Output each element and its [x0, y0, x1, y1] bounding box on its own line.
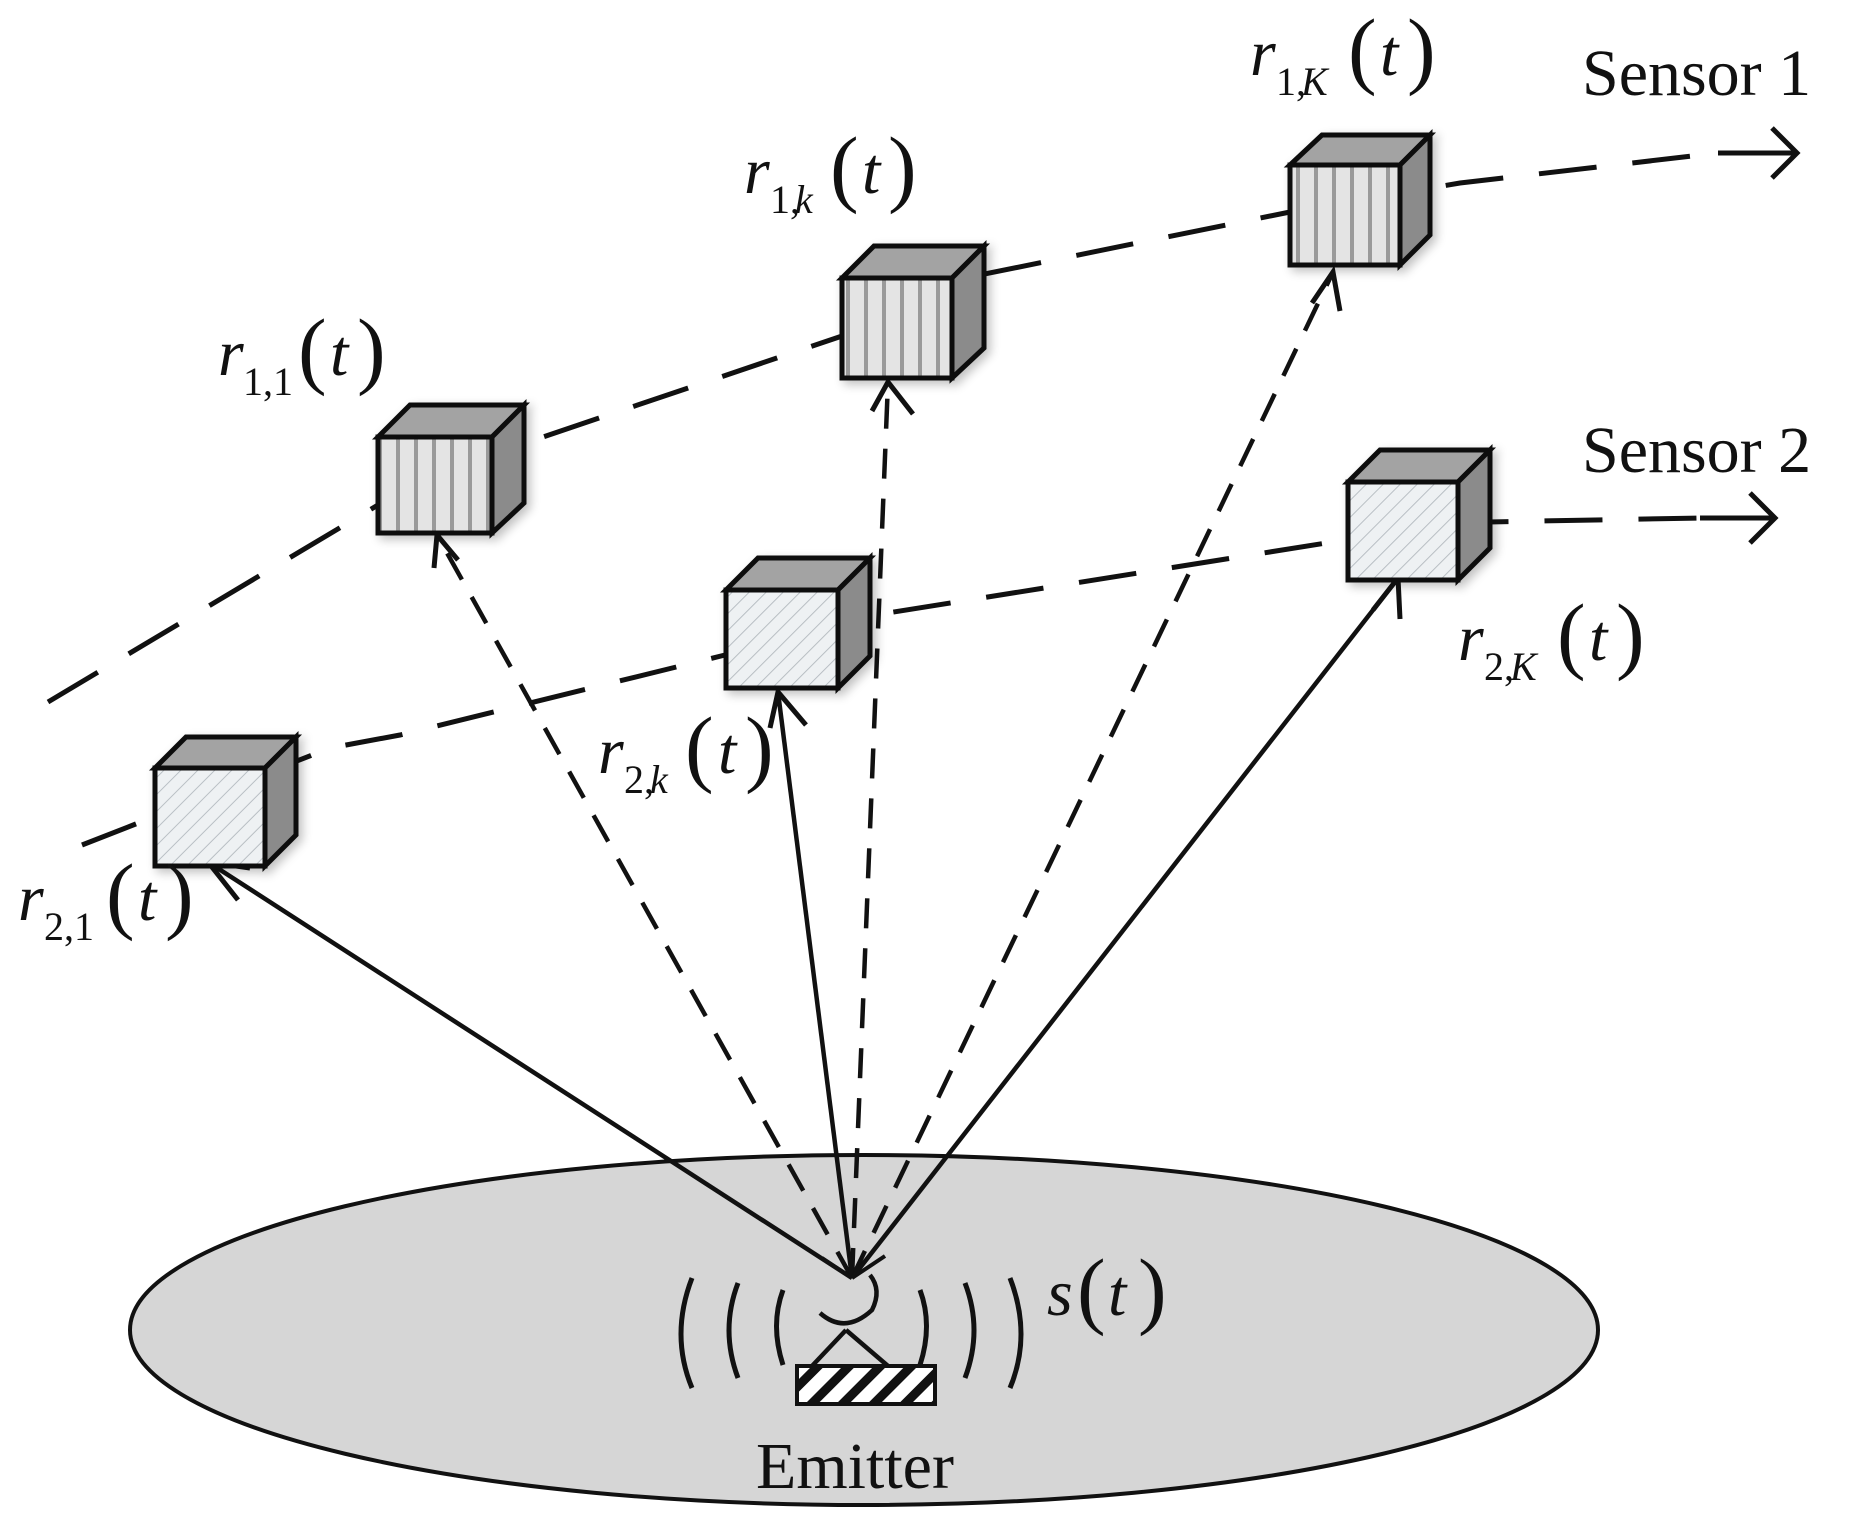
svg-text:): ) — [165, 846, 194, 942]
label-r21: r 2,1 ( t ) — [18, 846, 194, 949]
emission-waves — [678, 1277, 1024, 1389]
emitter-base — [795, 1364, 937, 1406]
sensor-1-receiver-r1k — [835, 239, 991, 384]
svg-text:t: t — [138, 862, 158, 935]
svg-text:): ) — [1138, 1241, 1167, 1337]
svg-text:(: ( — [298, 301, 327, 397]
svg-text:r: r — [1458, 602, 1484, 675]
svg-text:t: t — [1589, 602, 1609, 675]
svg-text:2,1: 2,1 — [44, 904, 94, 949]
svg-text:r: r — [18, 862, 44, 935]
emitter-label: Emitter — [756, 1430, 954, 1503]
svg-text:(: ( — [830, 119, 859, 215]
solid-paths-sensor-2 — [206, 576, 1400, 1280]
label-r1k: r 1, k ( t ) — [744, 119, 917, 222]
svg-text:1,: 1, — [770, 177, 800, 222]
svg-text:k: k — [795, 177, 814, 222]
svg-text:): ) — [1616, 586, 1645, 682]
label-r11: r 1,1 ( t ) — [218, 301, 386, 404]
sensor-2-receiver-r2k — [719, 551, 877, 695]
svg-text:): ) — [745, 699, 774, 795]
svg-text:t: t — [862, 135, 882, 208]
sensor-2-trajectory-arrowhead — [1700, 491, 1779, 545]
svg-text:): ) — [888, 119, 917, 215]
svg-text:t: t — [1108, 1257, 1128, 1330]
svg-text:K: K — [1300, 59, 1330, 104]
svg-text:(: ( — [1348, 1, 1377, 97]
label-r1K: r 1, K ( t ) — [1250, 1, 1436, 104]
svg-text:2,: 2, — [624, 757, 654, 802]
svg-text:K: K — [1509, 644, 1539, 689]
svg-text:k: k — [650, 757, 669, 802]
svg-text:r: r — [218, 317, 244, 390]
svg-text:1,: 1, — [1276, 59, 1306, 104]
sensor-1-trajectory-arrowhead — [1718, 126, 1801, 180]
label-r2K: r 2, K ( t ) — [1458, 586, 1645, 689]
svg-text:1,1: 1,1 — [243, 359, 293, 404]
svg-text:): ) — [1407, 1, 1436, 97]
sensor-1-receiver-r1K — [1283, 128, 1437, 272]
svg-text:t: t — [1380, 17, 1400, 90]
dashed-paths-sensor-1 — [435, 271, 1336, 1280]
svg-text:t: t — [330, 317, 350, 390]
svg-text:r: r — [598, 715, 624, 788]
sensor-1-label: Sensor 1 — [1582, 37, 1811, 110]
svg-text:(: ( — [106, 846, 135, 942]
emitter-antenna — [810, 1273, 890, 1368]
svg-text:r: r — [1250, 17, 1276, 90]
ground-ellipse — [128, 1153, 1600, 1507]
svg-text:(: ( — [1077, 1241, 1106, 1337]
svg-text:(: ( — [685, 699, 714, 795]
emitter-convergence — [820, 1254, 887, 1280]
svg-text:s: s — [1047, 1257, 1073, 1330]
sensor-2-receiver-r21 — [148, 730, 303, 873]
svg-text:t: t — [718, 715, 738, 788]
sensor-2-label: Sensor 2 — [1582, 414, 1811, 487]
label-r2k: r 2, k ( t ) — [598, 699, 774, 802]
svg-text:(: ( — [1557, 586, 1586, 682]
signal-label: s ( t ) — [1047, 1241, 1167, 1337]
svg-text:r: r — [744, 135, 770, 208]
svg-text:2,: 2, — [1484, 644, 1514, 689]
svg-text:): ) — [357, 301, 386, 397]
sensor-1-receiver-r11 — [371, 398, 531, 539]
sensor-2-receiver-r2K — [1341, 443, 1497, 587]
